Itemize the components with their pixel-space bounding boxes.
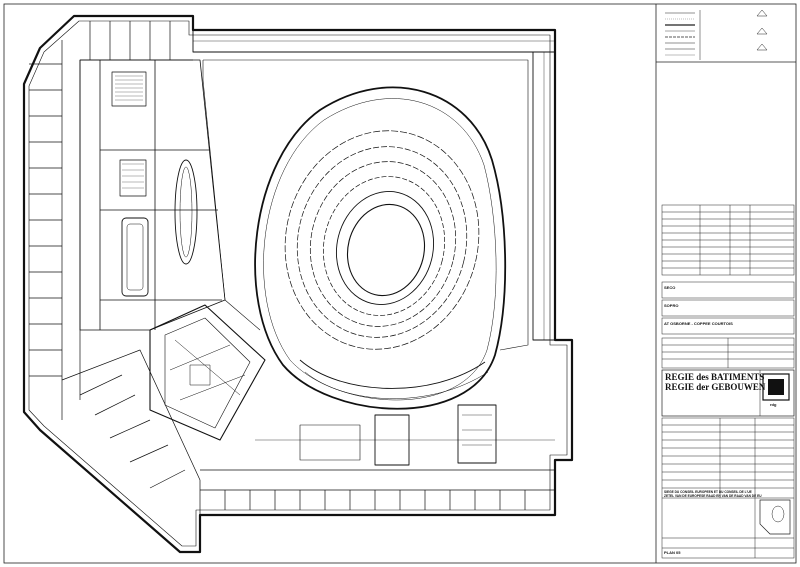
seating-tier-2 xyxy=(296,146,468,338)
diagonal-wing xyxy=(61,349,201,515)
seating-tier-4 xyxy=(323,176,445,316)
bottom-office-row xyxy=(200,404,555,510)
project-title-nl: ZETEL VAN DE EUROPESE RAAD EN VAN DE RAA… xyxy=(664,494,762,498)
conference-table-rect xyxy=(121,217,149,297)
building-inner-outline xyxy=(28,20,568,547)
title-block xyxy=(656,9,796,559)
left-office-wing xyxy=(29,21,193,420)
key-plan xyxy=(759,499,791,535)
firm1-name: SECO xyxy=(664,285,676,290)
legend-swatches xyxy=(665,9,768,56)
client-name-fr: REGIE des BATIMENTS xyxy=(665,372,765,382)
conference-wedge xyxy=(79,59,226,331)
seating-tier-5 xyxy=(335,191,435,305)
client-name-nl: REGIE der GEBOUWEN xyxy=(665,382,766,392)
hemicycle-outer-wall xyxy=(254,86,507,410)
central-core xyxy=(149,304,266,441)
sheet-border xyxy=(3,3,797,564)
firm2-name: SOPRO xyxy=(664,303,679,308)
floor-plan xyxy=(22,14,574,554)
firm3-name: AT OSBORNE - COPPEE COURTOIS xyxy=(664,321,733,326)
central-void xyxy=(346,203,426,297)
atrium-boundary xyxy=(202,59,529,351)
building-outline xyxy=(22,14,574,554)
plan-number: PLAN 05 xyxy=(664,550,681,555)
project-title-fr: SIEGE DU CONSEIL EUROPEEN ET DU CONSEIL … xyxy=(664,490,752,494)
assembly-hemicycle xyxy=(254,86,507,410)
conference-table-oval xyxy=(174,159,198,265)
seating-tier-1 xyxy=(284,130,480,350)
client-logo-text: rdg xyxy=(770,402,777,407)
